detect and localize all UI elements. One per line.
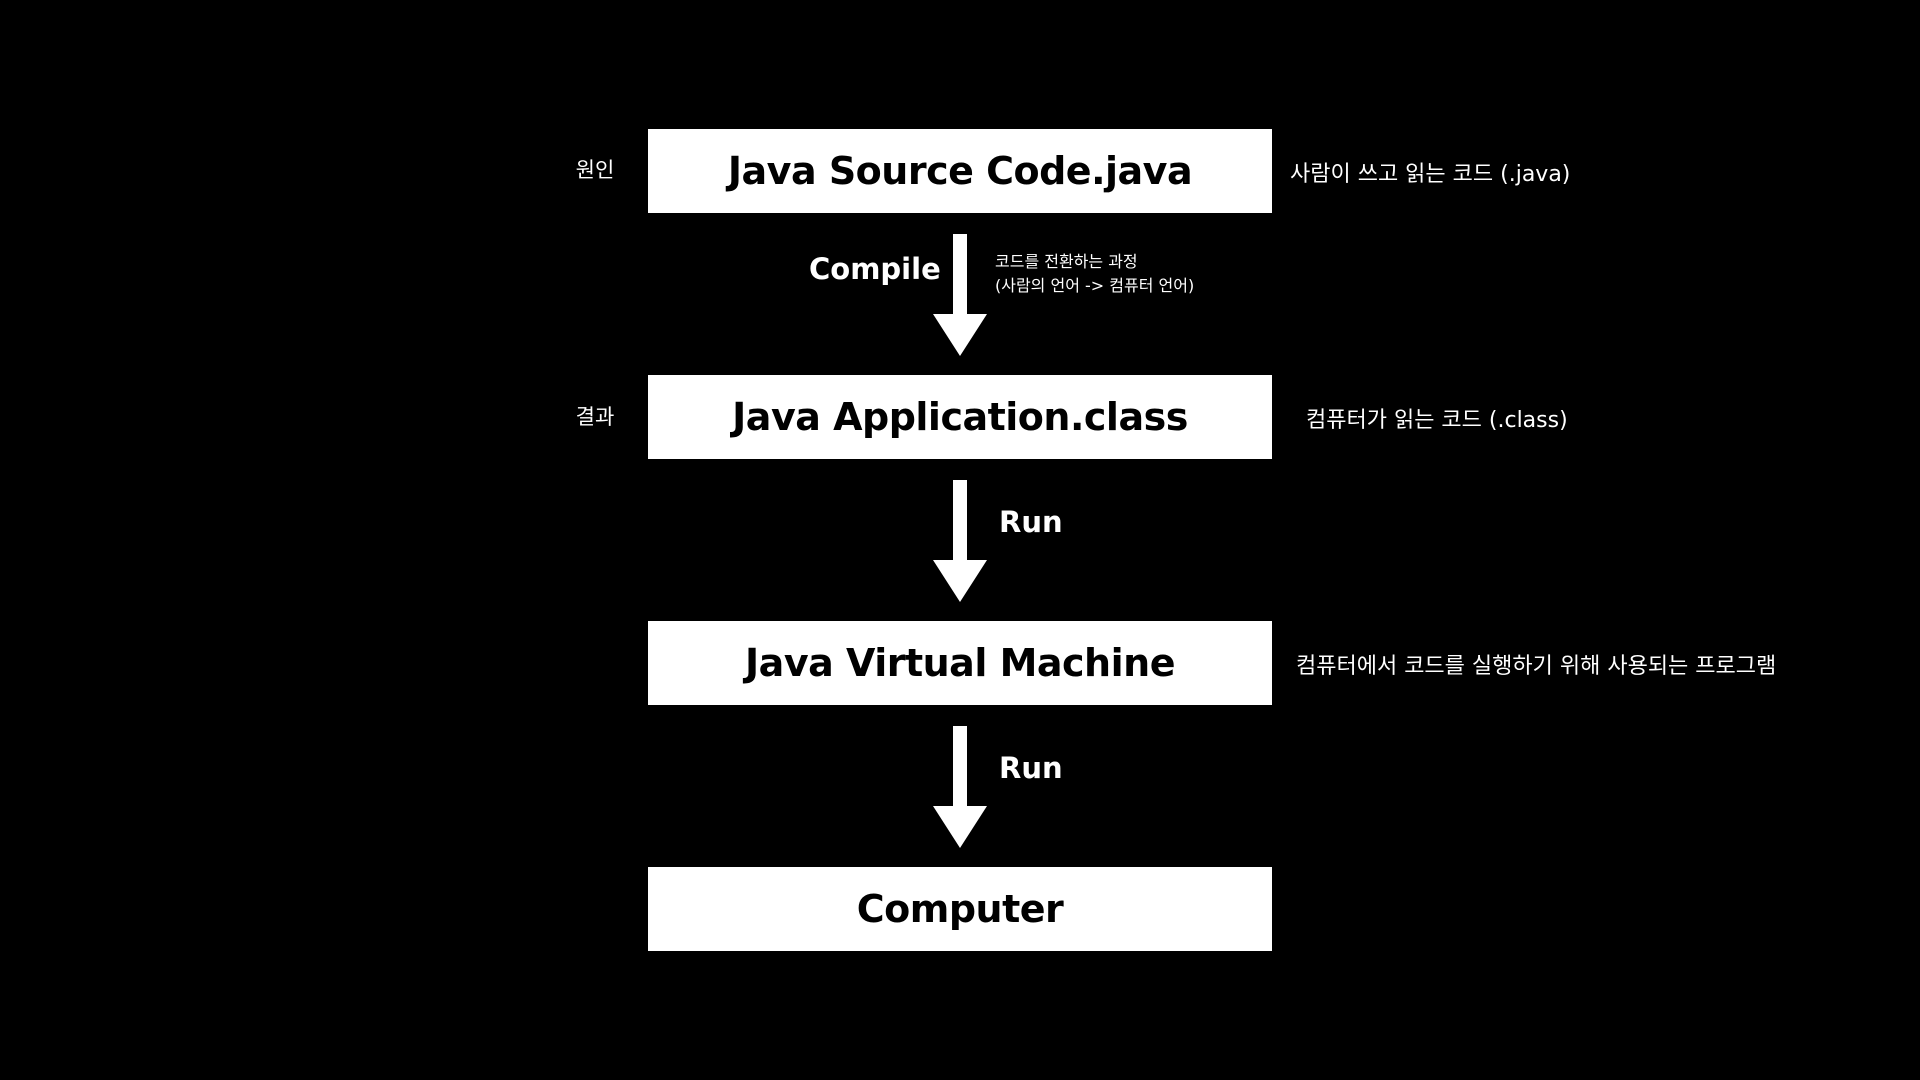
jvm-note: 컴퓨터에서 코드를 실행하기 위해 사용되는 프로그램 [1296, 654, 1777, 679]
compile-note-line1: 코드를 전환하는 과정 [995, 252, 1138, 271]
source-code-note: 사람이 쓰고 읽는 코드 (.java) [1290, 162, 1571, 187]
java-application-class-box: Java Application.class [648, 375, 1272, 459]
computer-label: Computer [856, 887, 1064, 931]
java-virtual-machine-label: Java Virtual Machine [745, 641, 1175, 685]
java-virtual-machine-box: Java Virtual Machine [648, 621, 1272, 705]
compile-note: 코드를 전환하는 과정 (사람의 언어 -> 컴퓨터 언어) [995, 250, 1194, 298]
java-source-code-label: Java Source Code.java [727, 149, 1193, 193]
result-label: 결과 [575, 405, 615, 429]
run-arrow-1-icon [933, 480, 987, 602]
class-code-note: 컴퓨터가 읽는 코드 (.class) [1306, 408, 1568, 433]
run-label-1: Run [999, 505, 1063, 539]
run-label-2: Run [999, 751, 1063, 785]
java-application-class-label: Java Application.class [732, 395, 1188, 439]
compile-label: Compile [809, 252, 941, 286]
compile-arrow-icon [933, 234, 987, 356]
computer-box: Computer [648, 867, 1272, 951]
java-source-code-box: Java Source Code.java [648, 129, 1272, 213]
run-arrow-2-icon [933, 726, 987, 848]
compile-note-line2: (사람의 언어 -> 컴퓨터 언어) [995, 276, 1195, 295]
cause-label: 원인 [575, 158, 615, 182]
